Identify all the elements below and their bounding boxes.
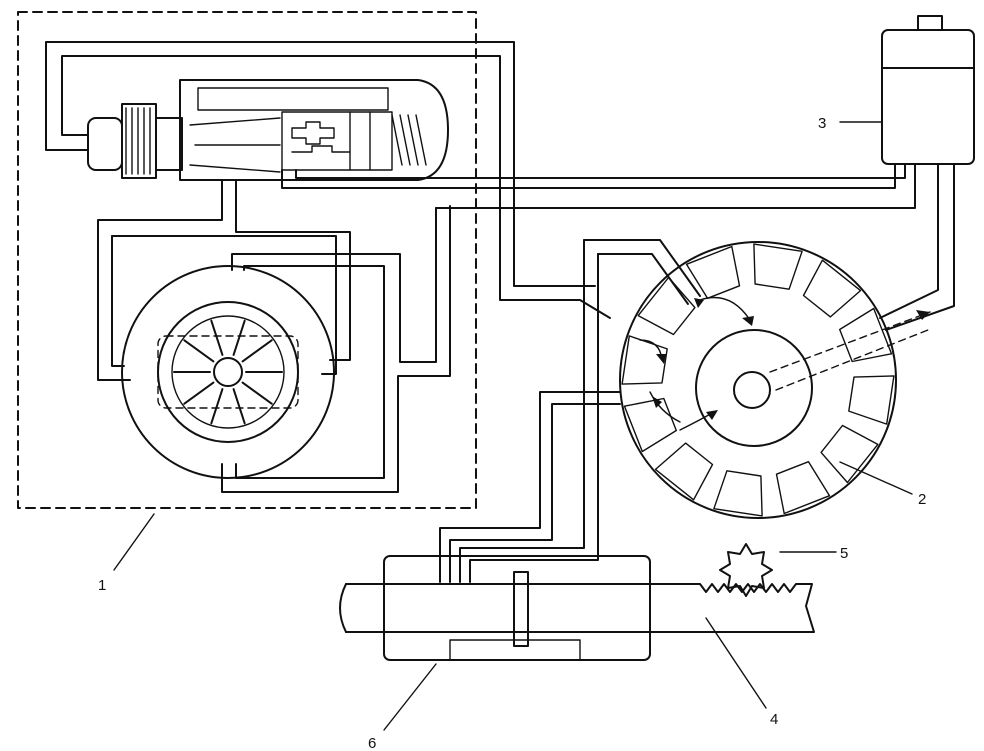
- valve-slot: [621, 335, 668, 385]
- valve-slot: [713, 470, 763, 517]
- callout-1-pump-assembly: 1: [98, 577, 106, 594]
- valve-slot: [839, 307, 893, 363]
- valve-slot: [753, 243, 803, 290]
- pump-vane: [183, 339, 215, 363]
- callout-6-power-cylinder: 6: [368, 735, 376, 751]
- outlet-fitting: [87, 103, 183, 179]
- valve-slot: [802, 259, 862, 318]
- valve-slot: [820, 424, 879, 484]
- callout-4-rack: 4: [770, 711, 778, 728]
- reservoir: [881, 15, 975, 165]
- power-cylinder: [383, 555, 651, 661]
- pump-vane: [210, 319, 224, 356]
- return-line: [281, 163, 896, 189]
- pinion-gear: [719, 543, 773, 597]
- callout-5-pinion: 5: [840, 545, 848, 562]
- pump-assembly-boundary: [17, 11, 477, 509]
- valve-slot: [775, 461, 831, 515]
- pump-vane: [232, 319, 246, 356]
- callout-3-reservoir: 3: [818, 115, 826, 132]
- pump-vane: [183, 381, 215, 405]
- pump-vane: [232, 388, 246, 425]
- vane-pump: [121, 265, 335, 479]
- steering-rack: [339, 583, 815, 633]
- valve-slot: [637, 276, 696, 336]
- pump-vane: [241, 339, 273, 363]
- callout-leaders: [113, 121, 913, 731]
- valve-slot: [623, 397, 677, 453]
- outlet-line: [61, 55, 611, 319]
- callout-2-rotary-valve: 2: [918, 491, 926, 508]
- rotary-valve: [619, 241, 931, 519]
- flow-control-valve: [179, 79, 449, 181]
- valve-slot: [848, 375, 895, 425]
- flow-arrows: [639, 296, 754, 431]
- valve-slot: [654, 442, 714, 501]
- pump-vane: [241, 381, 273, 405]
- pump-vane: [210, 388, 224, 425]
- valve-slot: [685, 245, 741, 299]
